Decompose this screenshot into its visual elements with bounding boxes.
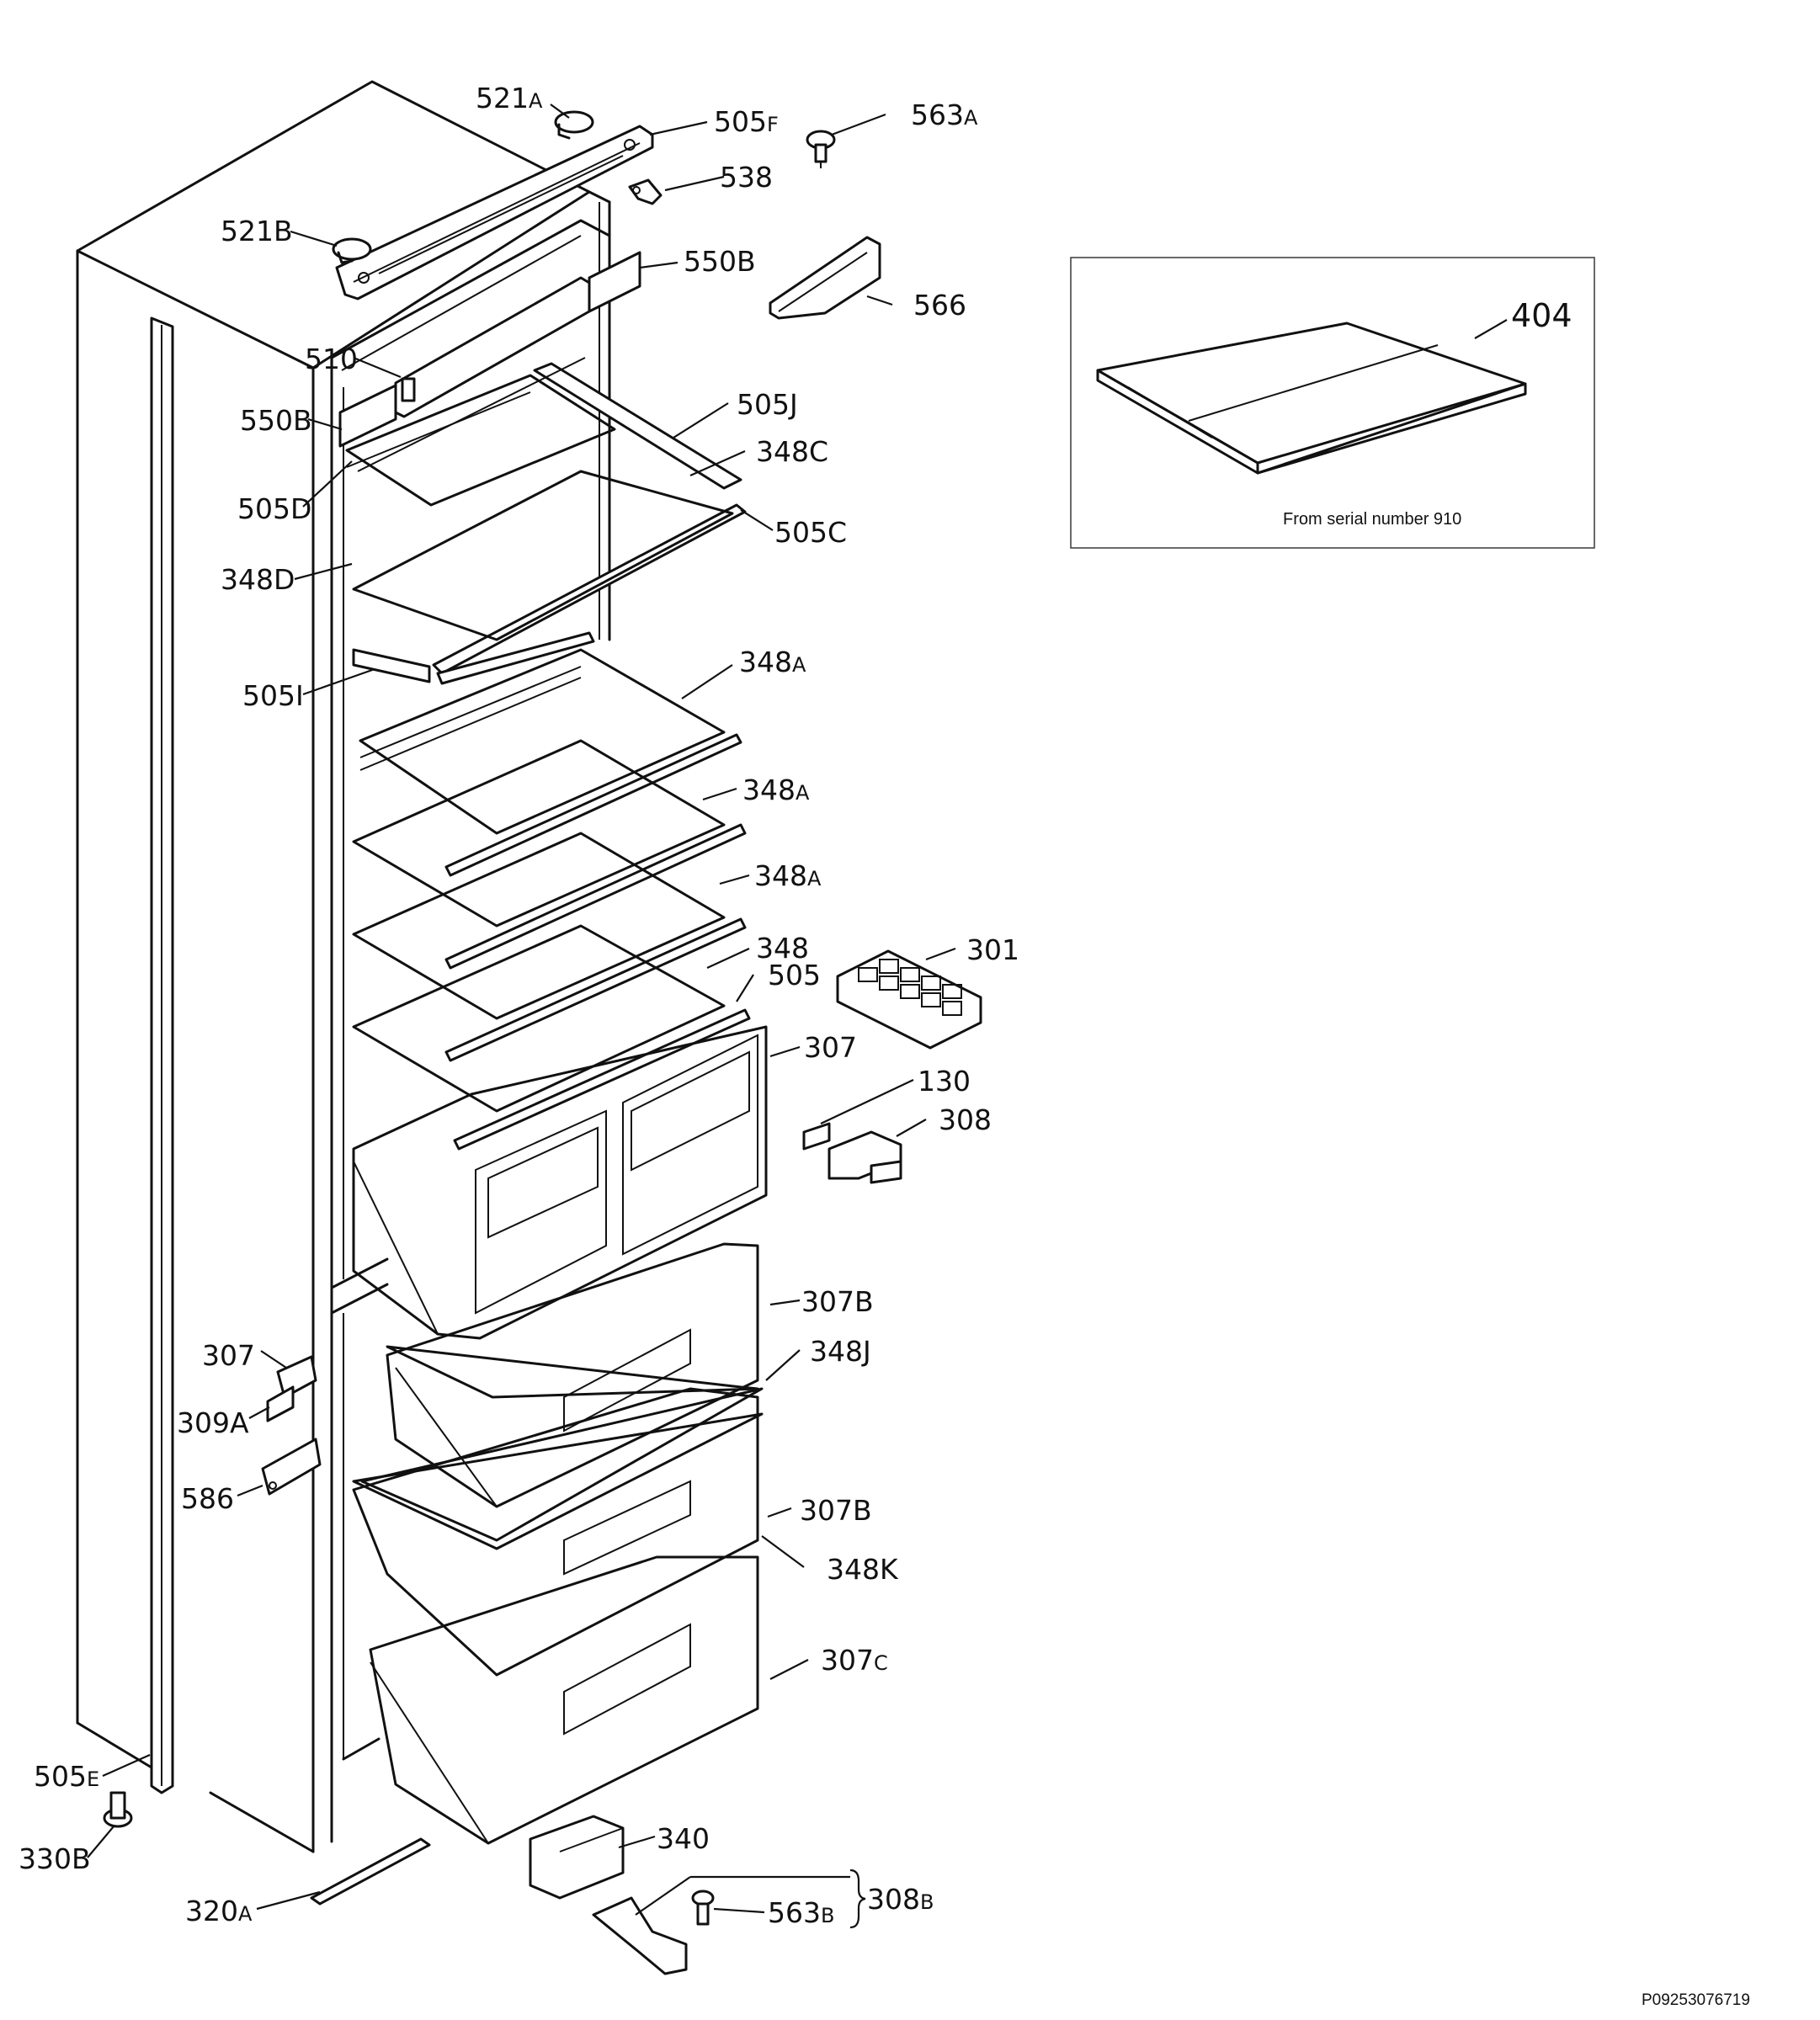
- label-308: 308: [939, 1103, 992, 1136]
- shelf-348j: [360, 1345, 764, 1542]
- light-cover-550b-left: [338, 384, 397, 448]
- shelf-348: [352, 924, 726, 1113]
- label-505e: 505E: [34, 1760, 99, 1793]
- shelf-348d: [352, 357, 734, 641]
- label-586: 586: [181, 1482, 234, 1515]
- label-307: 307: [804, 1031, 857, 1064]
- inset-shelf-404: [1070, 257, 1595, 549]
- label-538: 538: [720, 161, 773, 194]
- label-505f: 505F: [714, 105, 779, 138]
- label-505i: 505I: [242, 679, 304, 712]
- label-307b-2: 307B: [800, 1494, 872, 1527]
- label-505j: 505J: [737, 388, 798, 421]
- label-510: 510: [305, 343, 358, 375]
- label-505d: 505D: [237, 492, 311, 525]
- label-308b: 308B: [867, 1883, 934, 1916]
- label-404: 404: [1511, 297, 1573, 334]
- label-566: 566: [913, 289, 966, 322]
- part-labels: 521A 505F 563A 538 521B 550B 566 510 505…: [19, 82, 1573, 1929]
- screw-563b: [691, 1890, 715, 1926]
- label-563b: 563B: [768, 1896, 834, 1929]
- hinge-308: [828, 1130, 902, 1184]
- label-301: 301: [966, 933, 1019, 966]
- shelf-348a-3: [352, 832, 747, 1062]
- top-rail-505f: [335, 125, 654, 300]
- label-505: 505: [768, 959, 821, 991]
- label-307b-1: 307B: [801, 1285, 874, 1318]
- label-348d: 348D: [221, 563, 295, 596]
- label-521b: 521B: [221, 215, 293, 247]
- leader-lines: [87, 104, 956, 1916]
- label-521a: 521A: [476, 82, 543, 114]
- label-550b-left: 550B: [240, 404, 312, 437]
- block-340: [529, 1815, 625, 1900]
- part-130: [802, 1122, 831, 1151]
- label-307c: 307C: [821, 1644, 888, 1677]
- shelf-348k: [352, 1412, 764, 1550]
- label-330b: 330B: [19, 1842, 91, 1875]
- shelf-348a-1: [359, 648, 742, 877]
- label-550b-top: 550B: [684, 245, 756, 278]
- rail-505j: [533, 362, 742, 490]
- label-348a-3: 348A: [754, 859, 822, 892]
- label-309a: 309A: [177, 1406, 249, 1439]
- label-348k: 348K: [827, 1553, 899, 1586]
- trim-505i: [352, 631, 595, 685]
- drawer-307b-2: [352, 1387, 759, 1677]
- inset-note: From serial number 910: [1283, 510, 1461, 529]
- hinge-cover-521a: [554, 110, 594, 140]
- screw-563a: [806, 130, 836, 168]
- label-130: 130: [918, 1065, 971, 1098]
- label-307-left: 307: [202, 1339, 255, 1372]
- drawer-307b-1: [386, 1242, 759, 1508]
- diagram-reference-number: P09253076719: [1642, 1991, 1750, 2009]
- label-348a-1: 348A: [739, 646, 806, 678]
- bracket-307-left: [276, 1355, 317, 1399]
- hinge-cover-521b: [332, 237, 372, 264]
- drawer-307c: [369, 1555, 759, 1845]
- drawer-307: [352, 1025, 768, 1340]
- label-348j: 348J: [810, 1335, 871, 1368]
- bottom-rail-320a: [310, 1837, 431, 1906]
- hinge-309a: [266, 1385, 295, 1422]
- label-563a: 563A: [911, 98, 978, 131]
- bracket-538: [628, 178, 663, 205]
- label-340: 340: [657, 1822, 710, 1855]
- foot-330b: [103, 1791, 133, 1828]
- hinge-308b: [592, 1896, 688, 1975]
- label-348c: 348C: [756, 435, 828, 468]
- light-cover-550b-top: [588, 251, 641, 313]
- hinge-586: [261, 1438, 322, 1496]
- label-348: 348: [756, 932, 809, 965]
- label-320a: 320A: [185, 1895, 253, 1927]
- label-505c: 505C: [774, 516, 847, 549]
- bracket-brace-308b: [849, 1868, 866, 1929]
- shelf-348c: [345, 374, 616, 507]
- ice-tray-301: [836, 949, 982, 1050]
- hinge-566: [769, 236, 881, 320]
- cabinet-body: [76, 80, 611, 1853]
- label-348a-2: 348A: [742, 773, 810, 806]
